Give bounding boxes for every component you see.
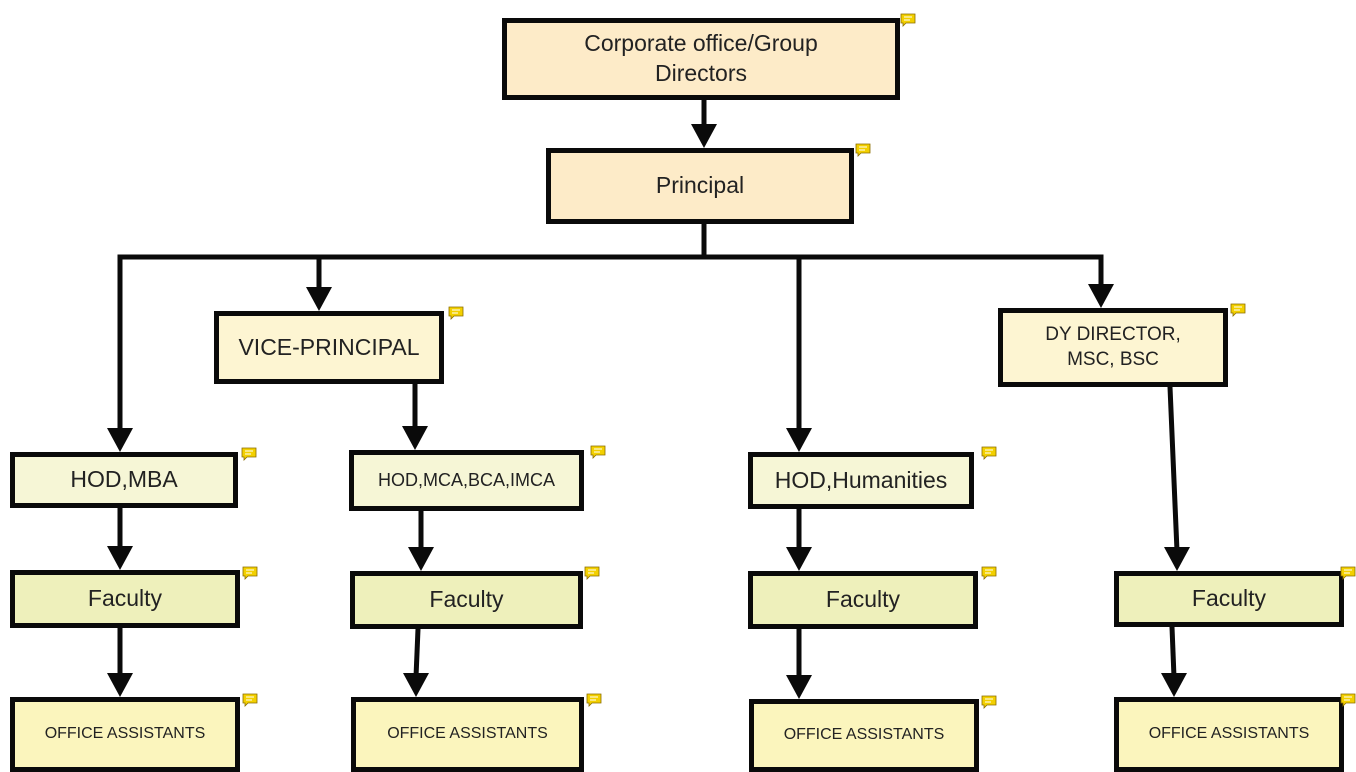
node-vice-principal-label: VICE-PRINCIPAL	[238, 333, 420, 360]
comment-icon[interactable]	[981, 566, 997, 580]
node-principal[interactable]: Principal	[546, 148, 854, 224]
comment-icon[interactable]	[242, 693, 258, 707]
node-hod-humanities-label: HOD,Humanities	[774, 466, 948, 493]
node-faculty-1[interactable]: Faculty	[10, 570, 240, 628]
comment-icon[interactable]	[584, 566, 600, 580]
node-hod-mba[interactable]: HOD,MBA	[10, 452, 238, 508]
arrowhead	[786, 428, 812, 452]
node-faculty-1-label: Faculty	[87, 585, 163, 612]
comment-icon[interactable]	[242, 566, 258, 580]
node-faculty-3-label: Faculty	[825, 586, 901, 613]
comment-icon[interactable]	[448, 306, 464, 320]
arrowhead	[786, 675, 812, 699]
arrowhead	[107, 546, 133, 570]
arrowhead	[403, 673, 429, 697]
node-faculty-2[interactable]: Faculty	[350, 571, 583, 629]
node-hod-mba-label: HOD,MBA	[70, 466, 178, 493]
connector-arrow	[1167, 384, 1180, 554]
node-office-2-label: OFFICE ASSISTANTS	[387, 725, 548, 743]
node-office-2[interactable]: OFFICE ASSISTANTS	[351, 697, 584, 772]
arrowhead	[1164, 547, 1190, 571]
node-faculty-4[interactable]: Faculty	[1114, 571, 1344, 627]
arrowhead	[691, 124, 717, 148]
node-office-1-label: OFFICE ASSISTANTS	[44, 725, 206, 743]
node-office-3-label: OFFICE ASSISTANTS	[783, 726, 945, 744]
comment-icon[interactable]	[981, 695, 997, 709]
node-corporate[interactable]: Corporate office/Group Directors	[502, 18, 900, 100]
comment-icon[interactable]	[241, 447, 257, 461]
node-corporate-label: Corporate office/Group Directors	[584, 30, 818, 86]
arrowhead	[107, 673, 133, 697]
arrowhead	[1088, 284, 1114, 308]
node-dy-director[interactable]: DY DIRECTOR, MSC, BSC	[998, 308, 1228, 387]
node-faculty-2-label: Faculty	[429, 586, 504, 613]
node-office-3[interactable]: OFFICE ASSISTANTS	[749, 699, 979, 772]
comment-icon[interactable]	[590, 445, 606, 459]
arrowhead	[402, 426, 428, 450]
arrowhead	[786, 547, 812, 571]
arrowhead	[107, 428, 133, 452]
node-hod-humanities[interactable]: HOD,Humanities	[748, 452, 974, 509]
comment-icon[interactable]	[855, 143, 871, 157]
comment-icon[interactable]	[981, 446, 997, 460]
comment-icon[interactable]	[900, 13, 916, 27]
comment-icon[interactable]	[586, 693, 602, 707]
node-dy-director-label: DY DIRECTOR, MSC, BSC	[1045, 323, 1181, 370]
node-office-1[interactable]: OFFICE ASSISTANTS	[10, 697, 240, 772]
node-office-4[interactable]: OFFICE ASSISTANTS	[1114, 697, 1344, 772]
comment-icon[interactable]	[1230, 303, 1246, 317]
node-faculty-3[interactable]: Faculty	[748, 571, 978, 629]
node-hod-mca[interactable]: HOD,MCA,BCA,IMCA	[349, 450, 584, 511]
node-faculty-4-label: Faculty	[1191, 585, 1267, 612]
arrowhead	[306, 287, 332, 311]
node-vice-principal[interactable]: VICE-PRINCIPAL	[214, 311, 444, 384]
node-principal-label: Principal	[655, 172, 745, 199]
comment-icon[interactable]	[1340, 566, 1356, 580]
arrowhead	[1161, 673, 1187, 697]
arrowhead	[408, 547, 434, 571]
connector-arrow	[1169, 624, 1177, 680]
node-hod-mca-label: HOD,MCA,BCA,IMCA	[377, 469, 555, 490]
comment-icon[interactable]	[1340, 693, 1356, 707]
connector-arrow	[413, 626, 421, 680]
node-office-4-label: OFFICE ASSISTANTS	[1148, 725, 1310, 743]
